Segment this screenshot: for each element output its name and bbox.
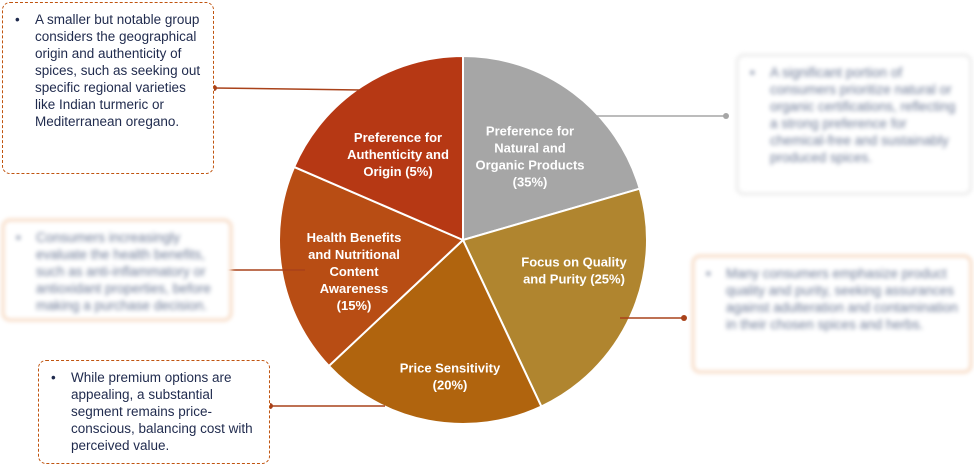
- bullet-icon: •: [51, 370, 56, 385]
- connector-dot-natural: [723, 113, 729, 119]
- callout-health: • Consumers increasingly evaluate the he…: [2, 219, 232, 321]
- pie-slice-authenticity: [292, 54, 464, 242]
- pie-slice-natural: [462, 54, 641, 242]
- callout-quality: • Many consumers emphasize product quali…: [692, 255, 972, 373]
- connector-dot-quality: [681, 315, 687, 321]
- connector-line-authenticity: [213, 87, 361, 91]
- callout-authenticity-text: A smaller but notable group considers th…: [35, 12, 201, 129]
- callout-price-text: While premium options are appealing, a s…: [71, 370, 253, 453]
- bullet-icon: •: [15, 12, 20, 27]
- bullet-icon: •: [16, 230, 21, 245]
- pie-slice-quality: [461, 187, 648, 408]
- callout-health-text: Consumers increasingly evaluate the heal…: [36, 230, 211, 313]
- callout-price: • While premium options are appealing, a…: [38, 360, 270, 464]
- callout-natural: • A significant portion of consumers pri…: [736, 54, 972, 195]
- slice-label-price: Price Sensitivity(20%): [400, 361, 501, 393]
- bullet-icon: •: [706, 266, 711, 281]
- callout-authenticity: • A smaller but notable group considers …: [2, 2, 214, 174]
- pie-slice-health: [278, 165, 465, 368]
- bullet-icon: •: [750, 65, 755, 80]
- callout-quality-text: Many consumers emphasize product quality…: [726, 266, 958, 332]
- callout-natural-text: A significant portion of consumers prior…: [770, 65, 956, 165]
- pie-slice-price: [327, 238, 543, 425]
